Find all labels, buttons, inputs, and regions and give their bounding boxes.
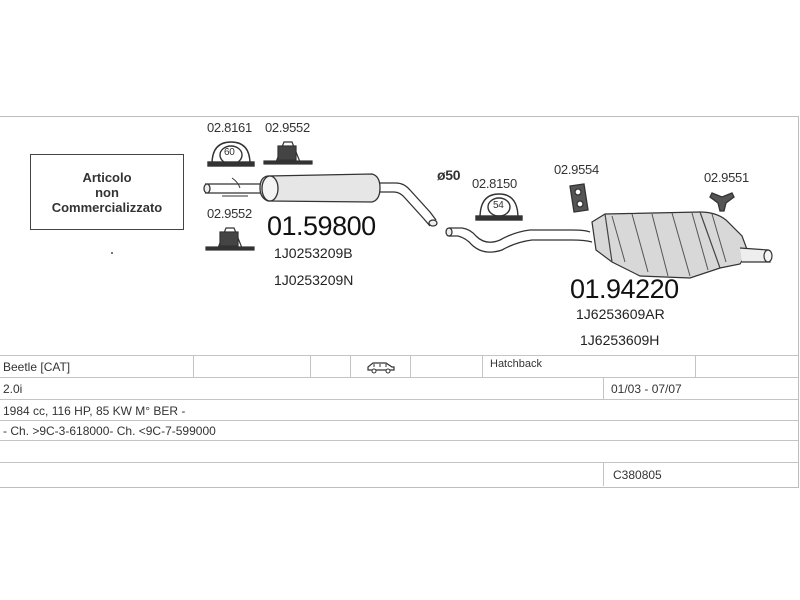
clamp-icon[interactable]	[475, 193, 523, 221]
car-icon	[366, 356, 396, 378]
table-row: - Ch. >9C-3-618000- Ch. <9C-7-599000	[0, 420, 798, 441]
stray-dot	[111, 252, 113, 254]
hanger-icon[interactable]	[709, 192, 735, 212]
table-row: 2.0i 01/03 - 07/07	[0, 377, 798, 400]
rear-silencer-code[interactable]: 01.94220	[570, 274, 679, 304]
part-code-label[interactable]: 02.8150	[472, 176, 517, 191]
rear-silencer-assembly[interactable]	[591, 211, 773, 279]
clamp-icon[interactable]	[207, 141, 255, 167]
spec-cell: 1984 cc, 116 HP, 85 KW M° BER -	[3, 403, 186, 418]
front-silencer-assembly[interactable]	[203, 173, 438, 227]
notice-line: non	[95, 184, 119, 200]
period-cell: 01/03 - 07/07	[611, 382, 682, 396]
clamp-size-label: 54	[493, 200, 504, 211]
rubber-mount-icon[interactable]	[263, 141, 313, 165]
diagram-frame	[0, 116, 799, 488]
middle-pipe[interactable]	[445, 227, 593, 253]
engine-cell: 2.0i	[3, 382, 23, 396]
rubber-mount-icon[interactable]	[205, 227, 255, 251]
oe-number: 1J0253209N	[274, 272, 354, 288]
oe-number: 1J6253609AR	[576, 306, 665, 322]
table-row: Beetle [CAT] Hatchback	[0, 355, 798, 378]
oe-number: 1J6253609H	[580, 332, 660, 348]
model-cell: Beetle [CAT]	[3, 360, 71, 374]
front-silencer-code[interactable]: 01.59800	[267, 211, 376, 241]
table-row	[0, 440, 798, 463]
notice-line: Commercializzato	[51, 199, 163, 215]
catalog-code-cell: C380805	[613, 467, 662, 482]
table-row: C380805	[0, 462, 798, 486]
oe-number: 1J0253209B	[274, 245, 353, 261]
part-code-label[interactable]: 02.9552	[207, 206, 252, 221]
body-type-cell: Hatchback	[490, 358, 542, 370]
chassis-cell: - Ch. >9C-3-618000- Ch. <9C-7-599000	[3, 424, 216, 438]
part-code-label[interactable]: 02.9552	[265, 120, 310, 135]
pipe-diameter-label: ø50	[437, 167, 461, 183]
exhaust-diagram	[203, 141, 773, 279]
clamp-size-label: 60	[224, 147, 235, 158]
table-row: 1984 cc, 116 HP, 85 KW M° BER -	[0, 399, 798, 421]
not-sold-notice: Articolo non Commercializzato	[30, 154, 184, 230]
part-code-label[interactable]: 02.9551	[704, 170, 749, 185]
notice-line: Articolo	[82, 169, 132, 185]
hanger-icon[interactable]	[569, 183, 589, 213]
part-code-label[interactable]: 02.9554	[554, 162, 599, 177]
part-code-label[interactable]: 02.8161	[207, 120, 252, 135]
